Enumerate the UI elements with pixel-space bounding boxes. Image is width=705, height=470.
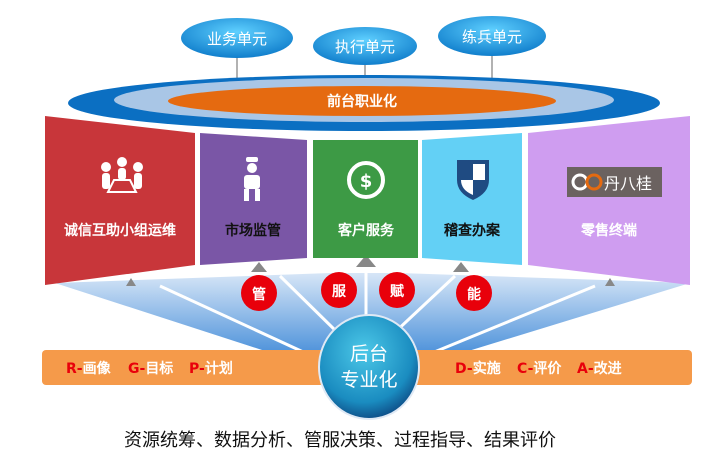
panel-label: 诚信互助小组运维	[64, 222, 176, 239]
money-service-icon: $	[347, 161, 385, 199]
cycle-a: A-改进	[577, 360, 622, 377]
empower-label: 服	[332, 284, 347, 300]
panel-customer-service: $ 客户服务	[313, 140, 418, 258]
unit-execution: 执行单元	[313, 27, 417, 65]
back-title-line2: 专业化	[340, 369, 397, 391]
empower-guan: 管	[241, 275, 277, 311]
cycle-g: G-目标	[128, 360, 173, 377]
panel-market-supervision: 市场监管	[200, 133, 307, 265]
unit-training: 练兵单元	[438, 16, 546, 56]
brand-logo-icon: 丹八桂	[567, 167, 662, 197]
unit-business: 业务单元	[181, 18, 293, 58]
back-platform-core: 后台 专业化	[318, 314, 420, 420]
front-title: 前台职业化	[327, 93, 397, 110]
empower-label: 赋	[390, 283, 404, 300]
panel-label: 零售终端	[580, 222, 637, 239]
shield-icon	[457, 160, 489, 200]
unit-label: 练兵单元	[462, 28, 522, 46]
panel-retail-terminal: 丹八桂 零售终端	[528, 116, 690, 285]
inspector-icon	[244, 157, 260, 201]
empower-label: 能	[467, 286, 481, 303]
arrow-up-icon	[126, 255, 615, 286]
cycle-c: C-评价	[517, 361, 562, 377]
empower-fu2: 赋	[379, 272, 415, 308]
front-platform: 前台职业化	[68, 75, 660, 131]
cycle-d: D-实施	[455, 360, 501, 377]
meeting-icon	[101, 157, 143, 193]
panel-label: 市场监管	[225, 222, 281, 239]
panel-label: 客户服务	[337, 222, 395, 239]
unit-label: 业务单元	[207, 30, 267, 48]
bottom-caption: 资源统筹、数据分析、管服决策、过程指导、结果评价	[124, 430, 556, 451]
panel-inspection-cases: 稽查办案	[422, 133, 522, 265]
unit-label: 执行单元	[335, 38, 395, 56]
svg-text:$: $	[360, 171, 373, 192]
empower-label: 管	[252, 286, 266, 303]
back-title-line1: 后台	[350, 343, 388, 365]
empower-fu: 服	[321, 272, 357, 308]
brand-logo-text: 丹八桂	[604, 174, 652, 193]
empower-neng: 能	[456, 275, 492, 311]
panel-integrity-group: 诚信互助小组运维	[45, 116, 195, 285]
panel-label: 稽查办案	[444, 222, 501, 239]
cycle-r: R-画像	[66, 360, 112, 377]
cycle-p: P-计划	[189, 360, 233, 377]
